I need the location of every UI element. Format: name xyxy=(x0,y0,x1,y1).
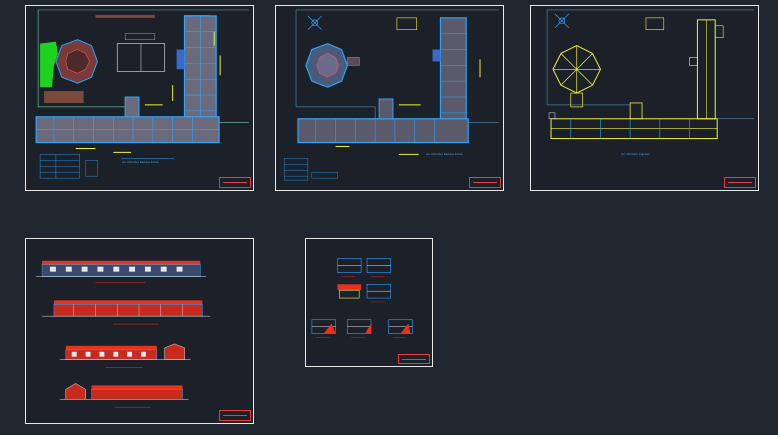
sheet-caption: Av. Chimbo Pampa Kima xyxy=(426,152,463,156)
sheet-details[interactable] xyxy=(305,238,433,367)
title-block[interactable] xyxy=(724,177,756,188)
sheet-elevations[interactable] xyxy=(25,238,254,424)
details-drawing xyxy=(311,258,413,338)
title-block[interactable] xyxy=(219,410,251,421)
floor-plan-2-drawing xyxy=(283,9,499,181)
floor-plan-1-drawing xyxy=(35,9,249,179)
title-block[interactable] xyxy=(469,177,501,188)
roof-plan-drawing xyxy=(546,9,754,140)
sheet-roof-plan[interactable]: Av. Chimbo Ingreso xyxy=(530,5,759,191)
sheet-caption: Av. Chimbo Ingreso xyxy=(621,152,650,156)
sheet-caption: Av. Chimbo Pampa Kima xyxy=(122,160,159,164)
title-block[interactable] xyxy=(398,354,430,364)
elevations-drawing xyxy=(36,260,211,408)
sheet-floor-plan-1[interactable]: Av. Chimbo Pampa Kima xyxy=(25,5,254,191)
sheet-floor-plan-2[interactable]: Av. Chimbo Pampa Kima xyxy=(275,5,504,191)
title-block[interactable] xyxy=(219,177,251,188)
